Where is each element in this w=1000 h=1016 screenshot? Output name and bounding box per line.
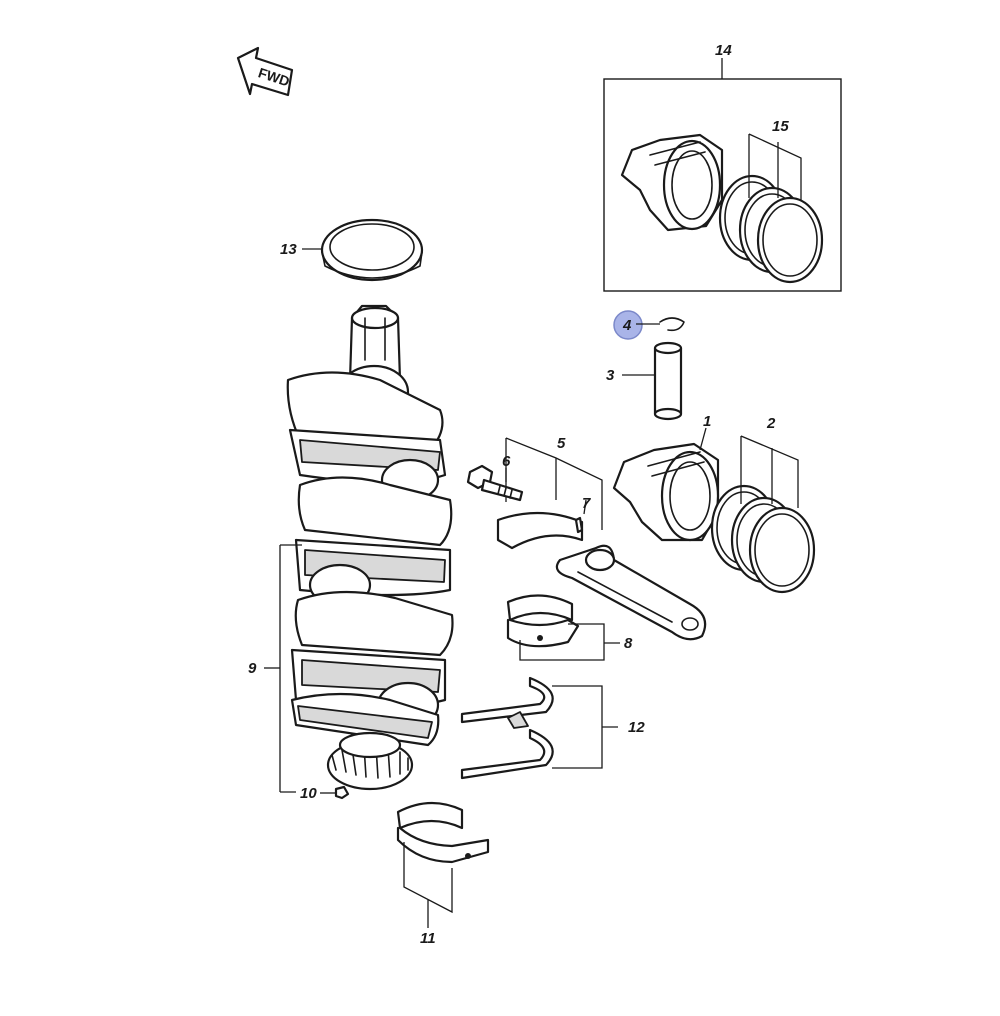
- callout-labels: 1 2 3 4 5 6 7 8 9 10 11 12 13 14 15: [248, 42, 789, 947]
- boxed-piston-rings: [718, 174, 824, 284]
- callout-10[interactable]: 10: [300, 785, 317, 802]
- fwd-arrow-icon: [236, 46, 294, 97]
- callout-2[interactable]: 2: [766, 415, 776, 432]
- piston: [612, 427, 720, 542]
- callout-15[interactable]: 15: [772, 118, 789, 135]
- callout-9[interactable]: 9: [248, 660, 257, 677]
- callout-8[interactable]: 8: [624, 635, 633, 652]
- crankshaft-pin: [320, 785, 350, 800]
- small-pin: [574, 499, 587, 534]
- callout-13[interactable]: 13: [280, 241, 297, 258]
- callout-6[interactable]: 6: [502, 453, 511, 470]
- callout-12[interactable]: 12: [628, 719, 645, 736]
- piston-assembly-box: [603, 58, 842, 292]
- callout-5[interactable]: 5: [557, 435, 566, 452]
- thrust-washers: [460, 676, 618, 780]
- fwd-arrow-indicator: FWD: [236, 46, 294, 97]
- callout-11[interactable]: 11: [420, 930, 436, 947]
- callout-1[interactable]: 1: [703, 413, 711, 430]
- piston-pin-circlip: [613, 310, 685, 340]
- callout-4[interactable]: 4: [622, 317, 632, 334]
- piston-rings: [710, 435, 816, 594]
- connecting-rod: [496, 437, 707, 641]
- crankshaft: [286, 304, 454, 791]
- conrod-bolt: [466, 464, 524, 502]
- oil-seal: [302, 218, 424, 282]
- boxed-piston: [620, 133, 724, 232]
- callout-7[interactable]: 7: [582, 495, 591, 512]
- callout-3[interactable]: 3: [606, 367, 615, 384]
- piston-pin: [622, 341, 683, 421]
- highlight-marker-icon[interactable]: [613, 310, 643, 340]
- callout-14[interactable]: 14: [715, 42, 732, 59]
- conrod-bearing: [506, 594, 620, 661]
- main-bearing-lower: [396, 801, 490, 928]
